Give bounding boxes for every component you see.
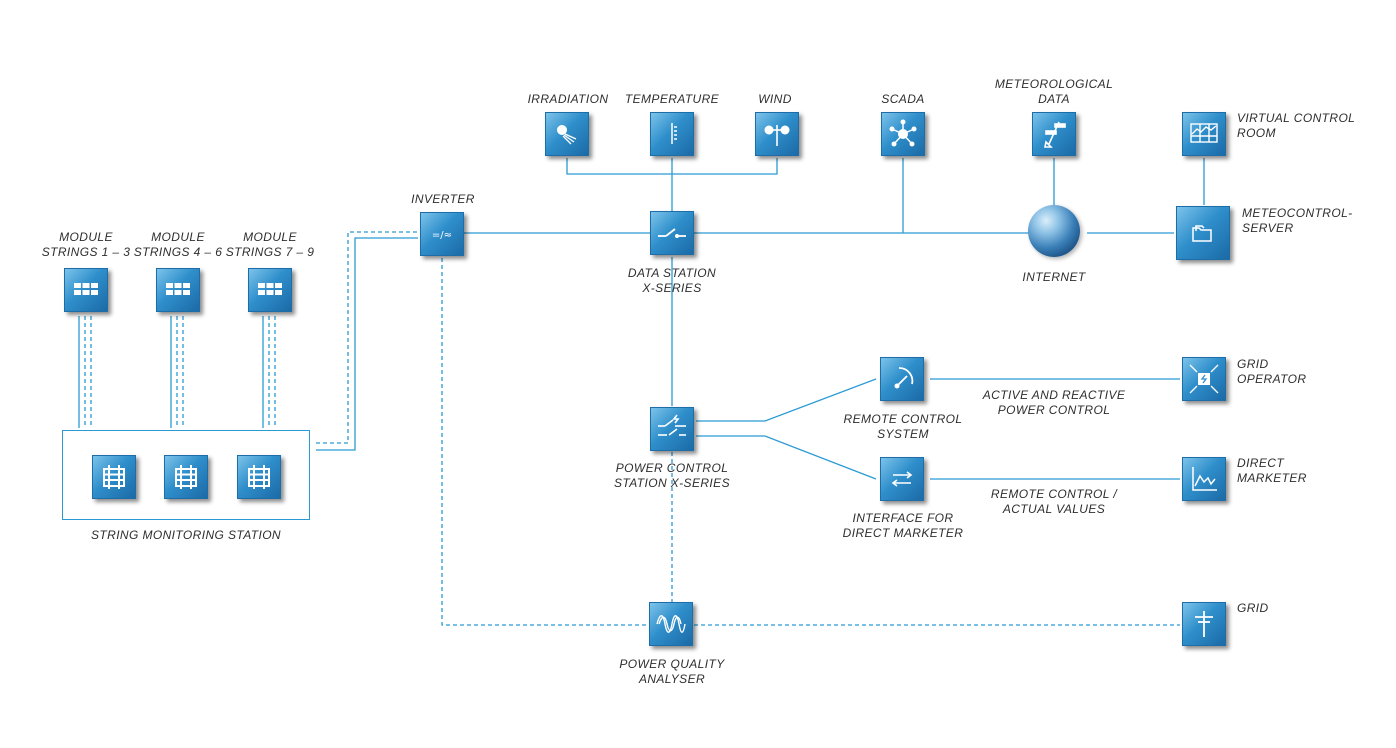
string-monitor-icon [103, 465, 125, 489]
label-grid: GRID [1237, 601, 1269, 615]
grid-operator-node [1182, 357, 1226, 401]
string-monitor-unit-2 [164, 455, 208, 499]
meteorological-data-node [1032, 112, 1076, 156]
label-string-monitoring-station: STRING MONITORING STATION [91, 528, 281, 542]
label-module-strings-1-3: MODULE STRINGS 1 – 3 [41, 230, 131, 259]
string-monitor-unit-3 [237, 455, 281, 499]
temperature-node [650, 112, 694, 156]
power-quality-analyser-node [649, 602, 693, 646]
label-remote-actual: REMOTE CONTROL / ACTUAL VALUES [990, 487, 1118, 516]
label-wind: WIND [758, 92, 792, 106]
string-monitoring-station-box [62, 430, 310, 520]
edge-sms-inverter-dashed [316, 231, 418, 444]
label-interface-direct-marketer: INTERFACE FOR DIRECT MARKETER [842, 511, 964, 540]
grid-operator-icon [1189, 364, 1219, 394]
sun-irradiation-icon [557, 125, 577, 145]
solar-module-icon [166, 283, 190, 295]
gauge-icon [894, 367, 914, 389]
module-strings-7-9-node [248, 268, 292, 312]
label-scada: SCADA [881, 92, 925, 106]
label-temperature: TEMPERATURE [624, 92, 720, 106]
string-monitor-unit-1 [92, 455, 136, 499]
direct-marketer-node [1182, 457, 1226, 501]
power-pylon-icon [1195, 611, 1213, 637]
label-internet: INTERNET [1022, 270, 1086, 284]
switch-icon [658, 228, 686, 238]
grid-node [1182, 602, 1226, 646]
svg-text:=/≈: =/≈ [432, 230, 452, 241]
anemometer-icon [764, 125, 790, 146]
scada-node [881, 112, 925, 156]
label-grid-operator: GRID OPERATOR [1237, 357, 1307, 386]
inverter-icon: =/≈ [432, 230, 452, 241]
edge-pcs-rcs [696, 378, 877, 422]
string-monitor-icon [175, 465, 197, 489]
thermometer-icon [671, 123, 677, 144]
label-meteocontrol-server: METEOCONTROL- SERVER [1242, 206, 1353, 235]
monitor-chart-icon [1190, 123, 1218, 143]
interface-direct-marketer-node [880, 457, 924, 501]
inverter-node: =/≈ [420, 212, 464, 256]
network-hub-icon [889, 119, 917, 147]
waveform-icon [656, 615, 686, 633]
wind-node [755, 112, 799, 156]
solar-module-icon [74, 283, 98, 295]
string-monitor-icon [248, 465, 270, 489]
module-strings-4-6-node [156, 268, 200, 312]
virtual-control-room-node [1182, 112, 1226, 156]
label-direct-marketer: DIRECT MARKETER [1237, 456, 1307, 485]
label-data-station: DATA STATION X-SERIES [627, 266, 717, 295]
data-station-node [650, 211, 694, 255]
edge-pcs-interface [696, 435, 877, 480]
label-module-strings-7-9: MODULE STRINGS 7 – 9 [225, 230, 315, 259]
irradiation-node [545, 112, 589, 156]
remote-control-system-node [880, 357, 924, 401]
label-module-strings-4-6: MODULE STRINGS 4 – 6 [133, 230, 223, 259]
label-inverter: INVERTER [411, 192, 475, 206]
label-virtual-control-room: VIRTUAL CONTROL ROOM [1237, 111, 1356, 140]
label-irradiation: IRRADIATION [527, 92, 609, 106]
label-active-reactive: ACTIVE AND REACTIVE POWER CONTROL [982, 388, 1126, 417]
line-chart-icon [1192, 467, 1217, 491]
folder-icon [1192, 225, 1212, 242]
internet-globe-icon [1028, 205, 1080, 257]
label-remote-control-system: REMOTE CONTROL SYSTEM [843, 412, 963, 441]
edge-inverter-pqa [441, 258, 649, 626]
satellite-icon [1044, 121, 1066, 148]
edge-sms-inverter [316, 237, 418, 451]
exchange-arrows-icon [891, 471, 913, 487]
label-power-control-station: POWER CONTROL STATION X-SERIES [614, 461, 730, 490]
label-power-quality-analyser: POWER QUALITY ANALYSER [619, 657, 725, 686]
module-strings-1-3-node [64, 268, 108, 312]
power-control-station-node [650, 407, 694, 451]
meteocontrol-server-node [1176, 206, 1230, 260]
power-switch-icon [658, 414, 686, 436]
label-meteorological-data: METEOROLOGICAL DATA [994, 77, 1114, 106]
solar-module-icon [258, 283, 282, 295]
